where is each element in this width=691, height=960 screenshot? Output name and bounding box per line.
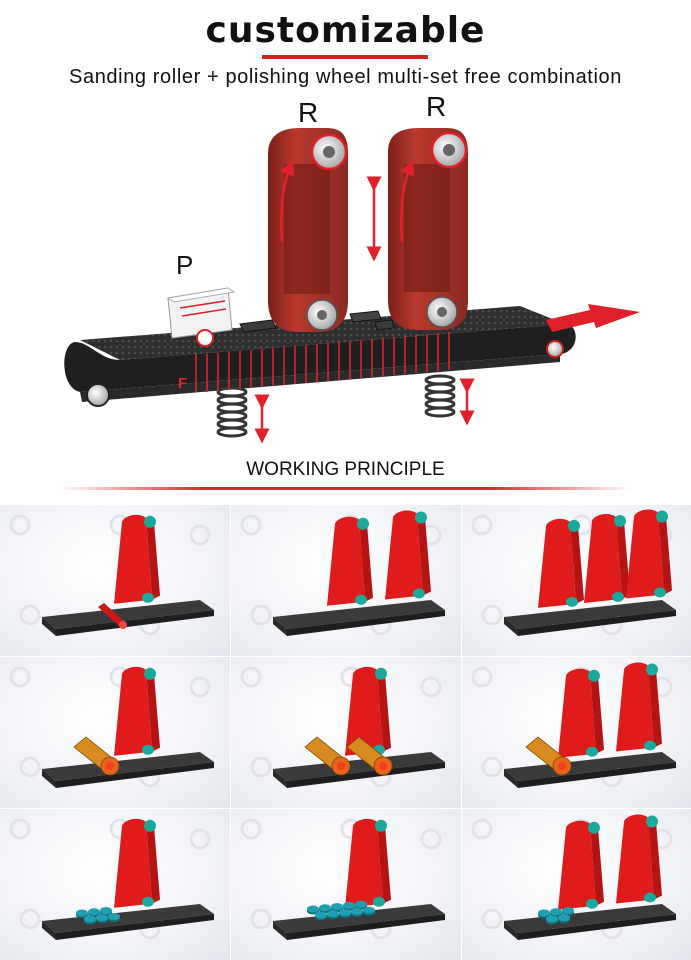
combination-cell [0, 809, 230, 960]
sanding-roller [114, 666, 160, 756]
combination-cell [462, 809, 691, 960]
working-principle-title: WORKING PRINCIPLE [246, 459, 445, 480]
watermark-mark [240, 514, 262, 536]
watermark-mark [19, 908, 41, 930]
sanding-roller [345, 818, 391, 908]
left-pulley [86, 383, 110, 407]
force-arrows [195, 332, 450, 392]
page-title: customizable [205, 10, 486, 51]
watermark-mark [9, 514, 31, 536]
force-label: F [178, 375, 187, 392]
watermark-mark [481, 756, 503, 778]
title-underline [262, 55, 428, 59]
watermark-mark [481, 908, 503, 930]
sanding-roller-1 [268, 128, 348, 332]
watermark-mark [471, 666, 493, 688]
watermark-mark [420, 828, 442, 850]
combination-cell [0, 657, 230, 808]
platform [273, 600, 445, 636]
combination-scene [240, 510, 445, 636]
watermark-mark [471, 514, 493, 536]
combination-scene [9, 818, 214, 940]
sanding-roller [327, 516, 373, 606]
sanding-roller [584, 513, 630, 603]
sanding-roller [538, 518, 584, 608]
sanding-roller [558, 668, 604, 758]
feed-direction-arrow [546, 304, 640, 332]
watermark-mark [189, 676, 211, 698]
combination-scene [240, 666, 445, 788]
workpiece-cylinder [73, 736, 120, 776]
platform [42, 752, 214, 788]
watermark-mark [250, 756, 272, 778]
combination-cell [0, 505, 230, 656]
roller-1-label: R [298, 97, 318, 128]
right-pulley [546, 340, 564, 358]
combination-grid [0, 505, 691, 960]
page-subtitle: Sanding roller + polishing wheel multi-s… [69, 66, 622, 88]
watermark-mark [19, 604, 41, 626]
watermark-mark [420, 676, 442, 698]
platform [504, 600, 676, 636]
sanding-roller [616, 662, 662, 752]
combination-scene [9, 514, 214, 636]
sanding-roller [558, 820, 604, 910]
combination-cell [231, 657, 461, 808]
sanding-roller [616, 814, 662, 904]
combination-cell [462, 657, 691, 808]
spring-right [424, 374, 456, 418]
workpiece-cylinder [525, 736, 572, 776]
sanding-roller [385, 510, 431, 600]
sanding-roller-2 [388, 128, 468, 330]
section-divider [60, 487, 631, 490]
spring-left [216, 386, 248, 438]
watermark-mark [9, 818, 31, 840]
watermark-mark [19, 756, 41, 778]
platform [273, 904, 445, 940]
watermark-mark [481, 604, 503, 626]
platform [42, 904, 214, 940]
workpiece-discs [307, 900, 375, 921]
platform [42, 600, 214, 636]
workpiece-rod [98, 603, 127, 629]
watermark-mark [471, 818, 493, 840]
combination-scene [471, 662, 676, 788]
workpiece-cylinder [304, 736, 351, 776]
polisher-label: P [176, 250, 193, 280]
combination-scene [9, 666, 214, 788]
machine-diagram: F P R R [64, 92, 640, 444]
workpiece-discs [76, 907, 120, 925]
workpiece-cylinder [346, 736, 393, 776]
watermark-mark [189, 828, 211, 850]
sanding-roller [114, 514, 160, 604]
platform [504, 904, 676, 940]
watermark-mark [240, 666, 262, 688]
sanding-roller [114, 818, 160, 908]
combination-scene [471, 509, 676, 636]
roller-2-label: R [426, 92, 446, 122]
platform [504, 752, 676, 788]
polishing-head [166, 287, 236, 347]
platform [273, 752, 445, 788]
watermark-mark [189, 524, 211, 546]
workpiece-discs [538, 907, 574, 925]
combination-cell [231, 505, 461, 656]
sanding-roller [626, 509, 672, 599]
combination-cell [462, 505, 691, 656]
watermark-mark [240, 818, 262, 840]
combination-scene [471, 814, 676, 940]
watermark-mark [9, 666, 31, 688]
combination-scene [240, 818, 445, 940]
watermark-mark [250, 604, 272, 626]
watermark-mark [250, 908, 272, 930]
workpiece-parts [239, 310, 395, 333]
combination-cell [231, 809, 461, 960]
